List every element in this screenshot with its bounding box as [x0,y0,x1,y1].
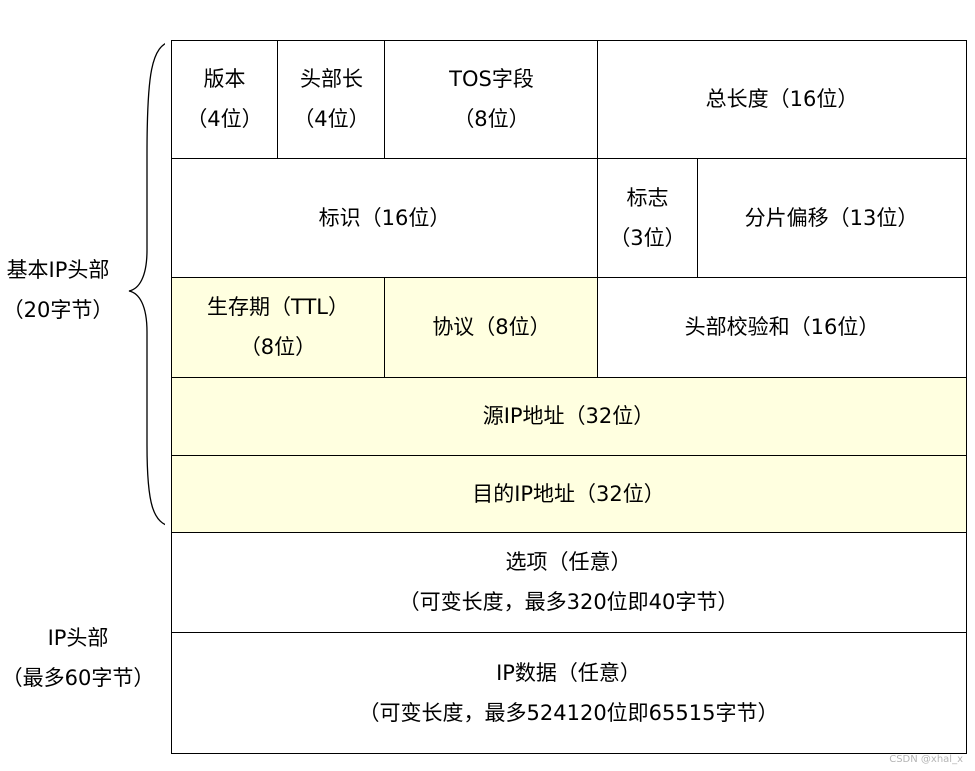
field-protocol: 协议（8位） [432,315,551,339]
divider-tos-total [597,40,598,377]
divider-flags-offset [697,158,698,277]
field-ip-data: IP数据（任意） （可变长度，最多524120位即65515字节） [358,660,779,725]
divider-row-1 [171,158,967,159]
divider-row-5 [171,532,967,533]
field-source-ip: 源IP地址（32位） [482,404,655,428]
divider-version-hlen [277,40,278,158]
field-flags: 标志 （3位） [609,185,686,250]
watermark: CSDN @xhal_x [889,754,963,765]
divider-ttl-protocol [384,277,385,377]
field-tos: TOS字段 （8位） [449,67,534,131]
divider-hlen-tos [384,40,385,158]
field-header-length: 头部长 （4位） [293,67,370,131]
curly-brace-icon [128,43,165,526]
field-version: 版本 （4位） [186,67,263,131]
divider-row-3 [171,377,967,378]
field-checksum: 头部校验和（16位） [684,315,880,339]
field-total-length: 总长度（16位） [705,87,859,111]
divider-row-4 [171,455,967,456]
label-basic-header: 基本IP头部 （20字节） [2,258,114,322]
border-outer-bottom [171,753,967,754]
label-ip-header: IP头部 （最多60字节） [1,626,155,690]
field-fragment-offset: 分片偏移（13位） [744,205,919,230]
highlight-addresses [171,377,966,532]
border-outer-right [966,40,967,754]
divider-row-2 [171,277,967,278]
field-identification: 标识（16位） [318,205,451,230]
border-outer-left [171,40,172,754]
divider-row-6 [171,632,967,633]
field-options: 选项（任意） （可变长度，最多320位即40字节） [398,550,739,614]
field-ttl: 生存期（TTL） （8位） [207,295,349,359]
border-outer-top [171,40,967,41]
field-destination-ip: 目的IP地址（32位） [472,481,665,506]
